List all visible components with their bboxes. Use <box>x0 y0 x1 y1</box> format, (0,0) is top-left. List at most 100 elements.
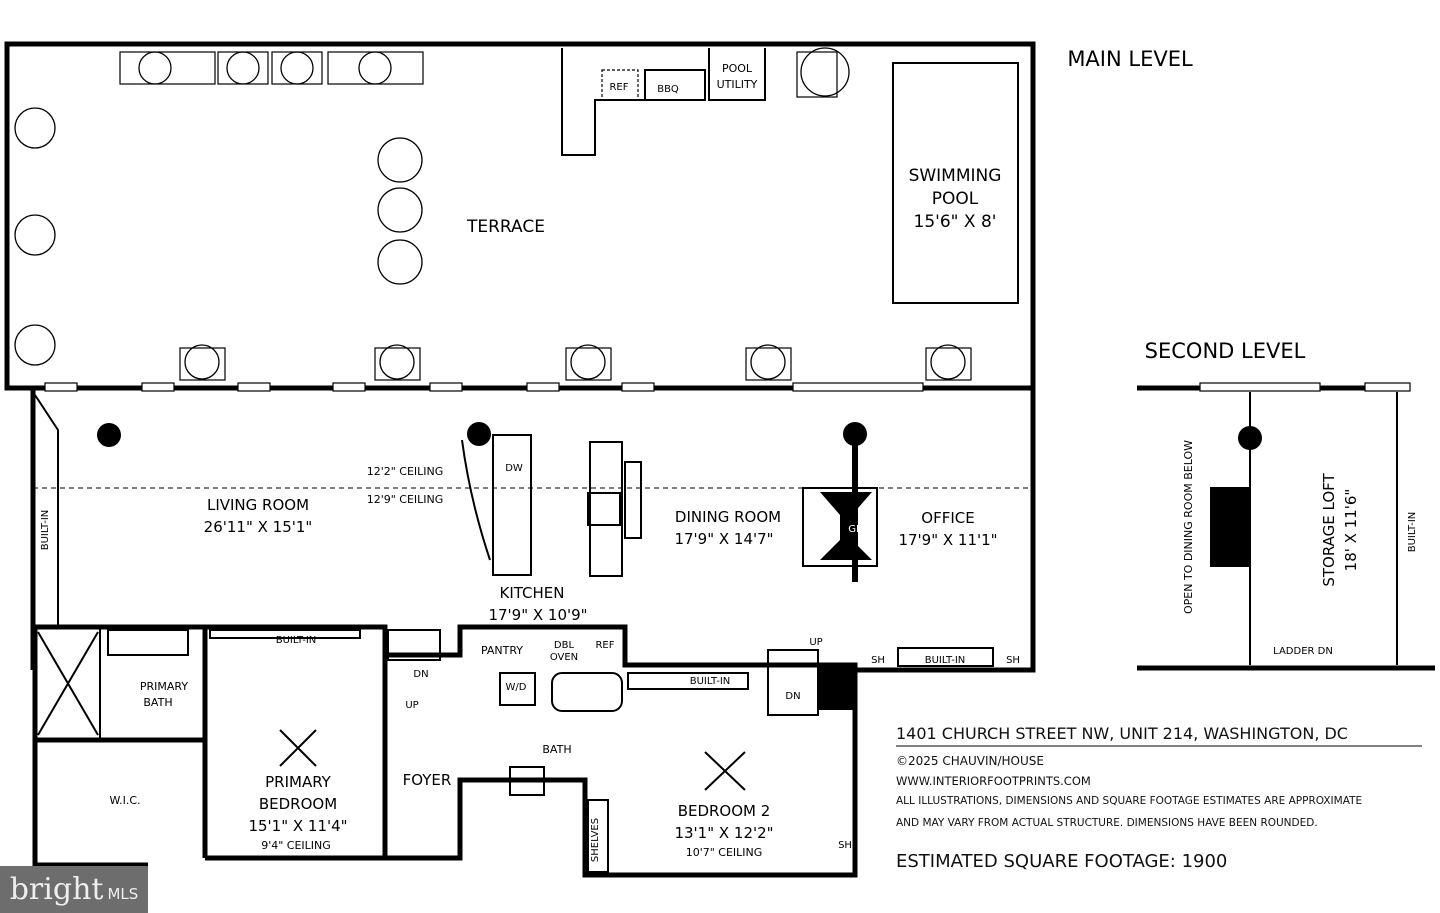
ref-label: REF <box>609 82 628 93</box>
dn-label-bed2: DN <box>785 691 800 702</box>
built-in-hall <box>627 672 749 690</box>
built-in-label-living: BUILT-IN <box>40 510 51 551</box>
foyer-label: FOYER <box>403 771 452 789</box>
ceiling-fan-icon <box>279 729 746 791</box>
terrace-label: TERRACE <box>466 217 545 237</box>
pool-dimensions: 15'6" X 8' <box>914 212 997 232</box>
ceiling-129-label: 12'9" CEILING <box>367 493 444 506</box>
disclaimer-line-2: AND MAY VARY FROM ACTUAL STRUCTURE. DIME… <box>896 817 1318 829</box>
bedroom2-label: BEDROOM 2 <box>678 802 771 820</box>
tree-icons <box>14 47 966 380</box>
dining-room-dimensions: 17'9" X 14'7" <box>674 530 773 548</box>
office-dimensions: 17'9" X 11'1" <box>898 531 997 549</box>
second-level-title: SECOND LEVEL <box>1145 339 1306 363</box>
sh-label-1: SH <box>871 655 885 666</box>
main-level-title: MAIN LEVEL <box>1067 47 1193 71</box>
bathtub <box>551 672 623 712</box>
bbq-label: BBQ <box>657 84 679 95</box>
windows <box>44 382 924 392</box>
sink <box>509 766 545 796</box>
main-walls <box>30 388 1036 673</box>
primary-bedroom-label-2: BEDROOM <box>259 795 337 813</box>
vanity <box>107 629 189 656</box>
windows-loft <box>1199 382 1411 392</box>
fireplace-wall <box>852 440 858 582</box>
island-counter <box>461 439 491 561</box>
dw-label: DW <box>505 463 523 474</box>
built-in-living <box>34 394 59 625</box>
living-room-label: LIVING ROOM <box>207 496 309 514</box>
shower <box>37 627 101 740</box>
shelves <box>587 799 609 873</box>
center-walls <box>382 624 858 878</box>
kitchen-dimensions: 17'9" X 10'9" <box>488 606 587 624</box>
ref-outline <box>601 69 639 101</box>
gfp-label-2: GFP <box>848 524 868 535</box>
sh-label-3: SH <box>838 840 852 851</box>
range-counter <box>589 441 623 577</box>
loft-block <box>1210 487 1250 567</box>
kitchen-island <box>492 434 532 576</box>
square-footage: ESTIMATED SQUARE FOOTAGE: 1900 <box>896 851 1228 872</box>
swimming-pool <box>892 62 1019 304</box>
website: WWW.INTERIORFOOTPRINTS.COM <box>896 774 1091 788</box>
built-in-label-hall: BUILT-IN <box>690 676 731 687</box>
built-in-label-office: BUILT-IN <box>925 655 966 666</box>
storage-loft-label: STORAGE LOFT <box>1320 472 1338 586</box>
primary-bath-label: PRIMARY <box>140 680 188 693</box>
dining-room-label: DINING ROOM <box>675 508 781 526</box>
primary-suite-walls <box>32 624 388 868</box>
stairs-bed2 <box>767 649 819 716</box>
built-in-label-bedroom: BUILT-IN <box>276 635 317 646</box>
built-in-label-loft: BUILT-IN <box>1407 512 1418 553</box>
primary-bath-label-2: BATH <box>143 696 172 709</box>
closet-block <box>818 665 854 710</box>
up-label-foyer: UP <box>405 700 418 711</box>
fireplace-icon <box>820 492 872 560</box>
pantry-label: PANTRY <box>481 644 523 657</box>
primary-bedroom-ceiling: 9'4" CEILING <box>261 839 331 852</box>
dn-label-foyer: DN <box>413 669 428 680</box>
pool-utility-label-2: UTILITY <box>717 78 758 91</box>
built-in-bed <box>209 629 361 639</box>
sh-label-2: SH <box>1006 655 1020 666</box>
logo-suffix: MLS <box>107 884 139 903</box>
living-room-dimensions: 26'11" X 15'1" <box>204 518 313 536</box>
pool-label-2: POOL <box>932 189 979 209</box>
copyright: ©2025 CHAUVIN/HOUSE <box>896 754 1044 768</box>
planters <box>119 51 972 381</box>
pool-utility-label: POOL <box>722 62 753 75</box>
built-in-office <box>897 647 994 667</box>
hood <box>624 461 642 539</box>
storage-loft-dimensions: 18' X 11'6" <box>1342 489 1360 572</box>
gfp-label: GFP <box>810 524 830 535</box>
bedroom2-dimensions: 13'1" X 12'2" <box>674 824 773 842</box>
bath-label: BATH <box>542 743 571 756</box>
stairs-down <box>387 629 441 661</box>
washer-dryer <box>499 672 536 706</box>
columns <box>97 422 1262 450</box>
ladder-label: LADDER DN <box>1273 646 1333 657</box>
pool-label: SWIMMING <box>909 166 1002 186</box>
wd-label: W/D <box>506 682 527 693</box>
wic-label: W.I.C. <box>109 794 140 807</box>
disclaimer-line-1: ALL ILLUSTRATIONS, DIMENSIONS AND SQUARE… <box>896 795 1363 807</box>
dbl-oven-label: DBL <box>554 640 575 651</box>
kitchen-label: KITCHEN <box>500 584 565 602</box>
logo-brand: bright <box>9 872 104 907</box>
primary-bedroom-label: PRIMARY <box>265 773 332 791</box>
ceiling-122-label: 12'2" CEILING <box>367 465 444 478</box>
kitchen-ref-label: REF <box>595 640 614 651</box>
primary-bedroom-dimensions: 15'1" X 11'4" <box>248 817 347 835</box>
office-label: OFFICE <box>921 509 974 527</box>
dbl-oven-label-2: OVEN <box>550 652 578 663</box>
fireplace-box <box>802 487 878 567</box>
open-below-label: OPEN TO DINING ROOM BELOW <box>1182 440 1195 614</box>
terrace-wall <box>4 41 1036 391</box>
up-label-office: UP <box>809 637 822 648</box>
shelves-label: SHELVES <box>590 818 601 862</box>
cooktop-icon <box>587 492 621 526</box>
address: 1401 CHURCH STREET NW, UNIT 214, WASHING… <box>896 724 1348 743</box>
